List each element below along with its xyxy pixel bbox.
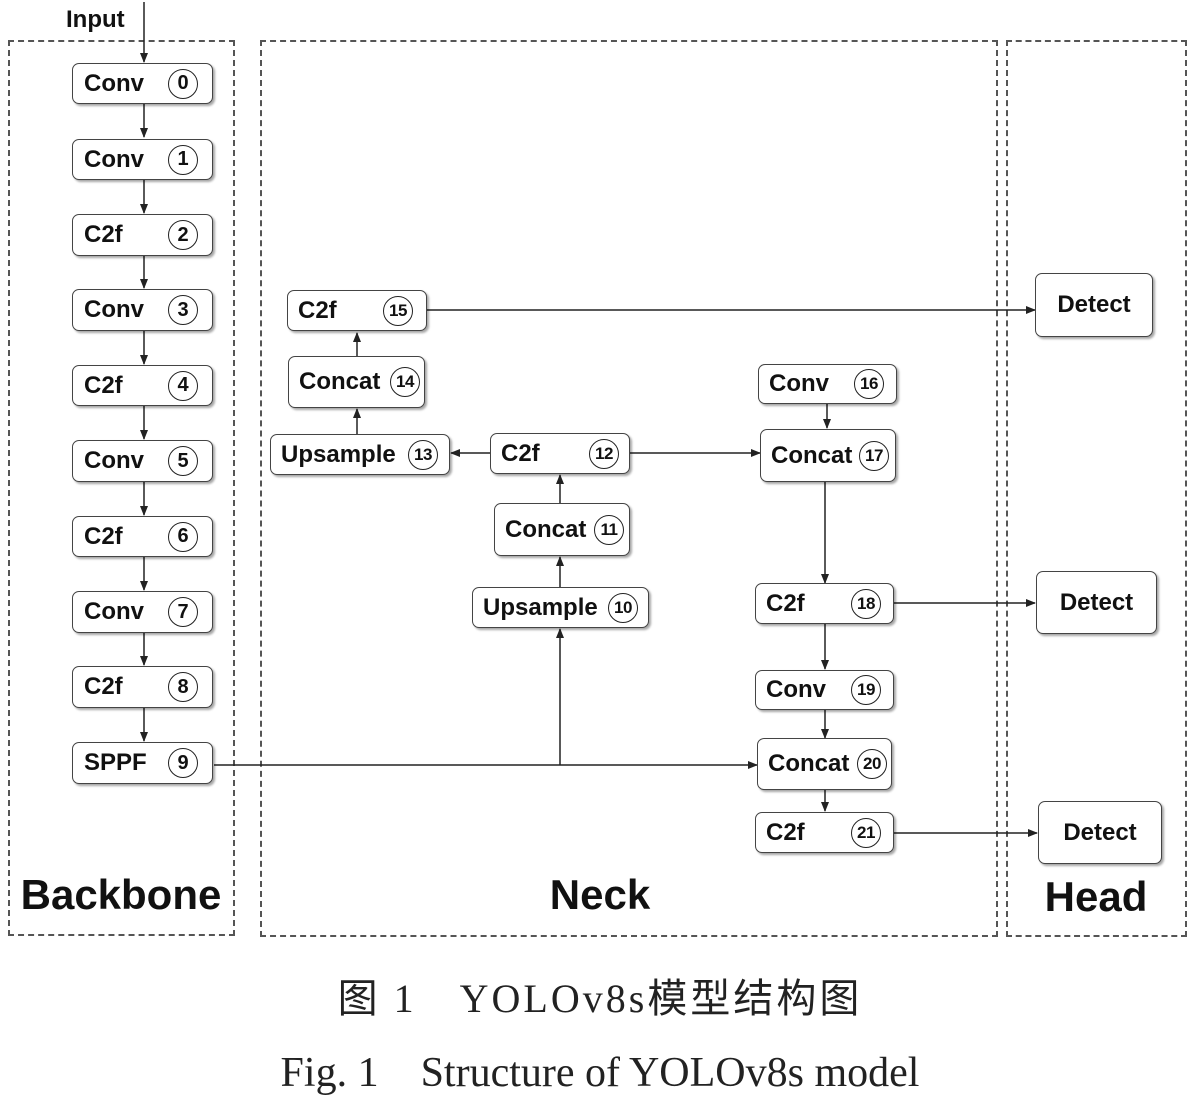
neck-label: Neck <box>549 871 651 918</box>
block-label: Concat <box>299 368 381 395</box>
block-index-badge: 19 <box>851 675 881 705</box>
block-label: C2f <box>501 439 540 467</box>
block-label: Upsample <box>483 593 598 621</box>
block-15-c2f: C2f 15 <box>287 290 427 331</box>
block-index-badge: 1 <box>168 144 198 175</box>
block-4-c2f: C2f 4 <box>72 365 213 406</box>
block-index-badge: 2 <box>168 220 198 250</box>
block-index-badge: 16 <box>854 369 884 399</box>
block-label: Conv <box>766 676 826 703</box>
detect-block-3: Detect <box>1038 801 1162 864</box>
block-index-badge: 4 <box>168 370 198 401</box>
input-label: Input <box>66 6 125 33</box>
block-label: Conv <box>84 598 144 625</box>
block-label: C2f <box>84 221 123 248</box>
block-label: C2f <box>298 296 337 324</box>
block-index-badge: 12 <box>589 438 619 469</box>
neck-region <box>260 40 998 937</box>
block-label: C2f <box>766 589 805 617</box>
block-3-conv: Conv 3 <box>72 289 213 331</box>
block-19-conv: Conv 19 <box>755 670 894 710</box>
block-index-badge: 0 <box>168 68 198 99</box>
block-index-badge: 3 <box>168 295 198 325</box>
block-13-upsample: Upsample 13 <box>270 434 450 475</box>
block-label: Conv <box>84 145 144 173</box>
block-label: C2f <box>84 673 123 700</box>
block-11-concat: Concat 11 <box>494 503 630 556</box>
block-label: Concat <box>505 515 587 543</box>
block-index-badge: 15 <box>383 295 413 326</box>
block-2-c2f: C2f 2 <box>72 214 213 256</box>
block-12-c2f: C2f 12 <box>490 433 630 474</box>
block-label: C2f <box>84 522 123 550</box>
block-index-badge: 5 <box>168 446 198 476</box>
block-1-conv: Conv 1 <box>72 139 213 180</box>
head-region <box>1006 40 1187 937</box>
block-18-c2f: C2f 18 <box>755 583 894 624</box>
block-index-badge: 10 <box>608 592 638 623</box>
block-17-concat: Concat 17 <box>760 429 896 482</box>
block-index-badge: 20 <box>857 749 887 779</box>
caption-chinese: 图 1 YOLOv8s模型结构图 <box>337 976 863 1021</box>
block-label: C2f <box>766 818 805 846</box>
head-label: Head <box>1044 873 1148 920</box>
caption-english: Fig. 1 Structure of YOLOv8s model <box>280 1050 920 1096</box>
block-index-badge: 6 <box>168 521 198 552</box>
block-index-badge: 13 <box>408 439 438 470</box>
block-16-conv: Conv 16 <box>758 364 897 404</box>
block-label: SPPF <box>84 749 147 776</box>
block-label: Concat <box>768 750 850 777</box>
detect-block-2: Detect <box>1036 571 1157 634</box>
block-index-badge: 14 <box>390 367 420 397</box>
block-index-badge: 8 <box>168 672 198 702</box>
block-index-badge: 9 <box>168 748 198 778</box>
block-10-upsample: Upsample 10 <box>472 587 649 628</box>
block-8-c2f: C2f 8 <box>72 666 213 708</box>
block-0-conv: Conv 0 <box>72 63 213 104</box>
block-index-badge: 21 <box>851 817 881 848</box>
block-label: C2f <box>84 371 123 399</box>
block-label: Conv <box>769 370 829 397</box>
block-index-badge: 17 <box>859 440 889 471</box>
block-index-badge: 7 <box>168 597 198 627</box>
backbone-region <box>8 40 235 936</box>
block-5-conv: Conv 5 <box>72 440 213 482</box>
backbone-label: Backbone <box>20 871 222 918</box>
block-14-concat: Concat 14 <box>288 356 425 408</box>
block-20-concat: Concat 20 <box>757 738 892 790</box>
block-label: Conv <box>84 447 144 474</box>
detect-block-1: Detect <box>1035 273 1153 337</box>
block-label: Conv <box>84 296 144 323</box>
block-index-badge: 11 <box>594 514 624 545</box>
block-21-c2f: C2f 21 <box>755 812 894 853</box>
block-9-sppf: SPPF 9 <box>72 742 213 784</box>
block-label: Concat <box>771 441 853 469</box>
block-6-c2f: C2f 6 <box>72 516 213 557</box>
block-label: Conv <box>84 69 144 97</box>
block-label: Upsample <box>281 440 396 468</box>
block-7-conv: Conv 7 <box>72 591 213 633</box>
block-index-badge: 18 <box>851 588 881 619</box>
